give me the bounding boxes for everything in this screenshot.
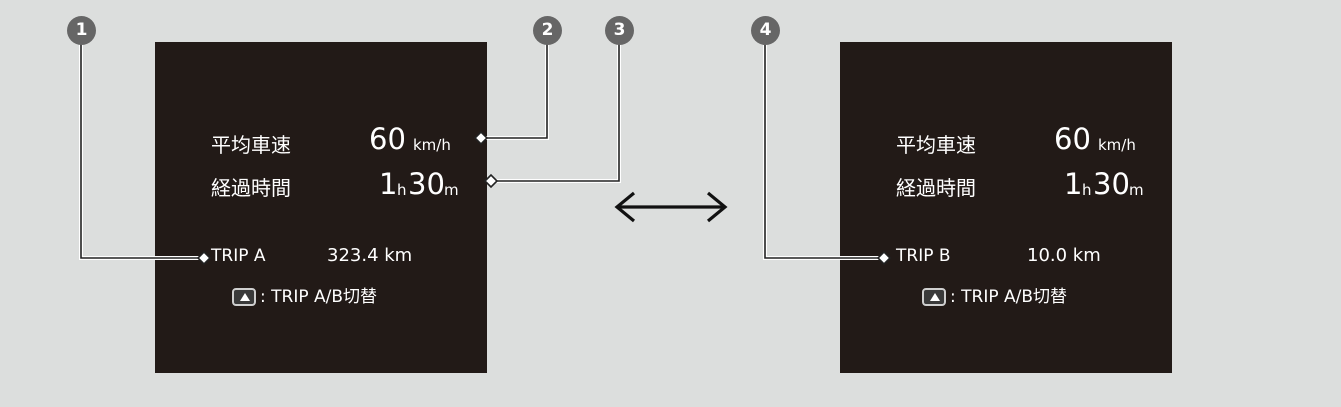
leader-line-1 (79, 43, 203, 260)
leader-line-3 (492, 43, 621, 183)
callout-3: 3 (605, 16, 634, 45)
elapsed-hours-value: 1 (1064, 167, 1083, 201)
display-panel-trip-a: 平均車速 60 km/h 経過時間 1 h 30 m TRIP A 323.4 … (155, 42, 487, 373)
minutes-unit: m (444, 181, 459, 199)
diamond-marker-1 (196, 250, 212, 266)
double-headed-arrow-icon (614, 191, 728, 223)
hours-unit: h (1082, 181, 1092, 199)
hours-unit: h (397, 181, 407, 199)
switch-hint: : TRIP A/B切替 (950, 287, 1068, 307)
avg-speed-label: 平均車速 (211, 133, 291, 157)
switch-button-icon (922, 288, 946, 306)
elapsed-minutes-value: 30 (1093, 167, 1130, 201)
elapsed-time-label: 経過時間 (211, 176, 291, 200)
elapsed-hours-value: 1 (379, 167, 398, 201)
trip-label: TRIP A (211, 246, 266, 266)
trip-label: TRIP B (896, 246, 951, 266)
callout-4: 4 (751, 16, 780, 45)
avg-speed-unit: km/h (413, 136, 451, 154)
avg-speed-label: 平均車速 (896, 133, 976, 157)
leader-line-4 (763, 43, 883, 260)
diamond-marker-4 (876, 250, 892, 266)
minutes-unit: m (1129, 181, 1144, 199)
avg-speed-value: 60 (369, 122, 406, 156)
elapsed-minutes-value: 30 (408, 167, 445, 201)
switch-button-icon (232, 288, 256, 306)
trip-distance: 323.4 km (327, 245, 413, 266)
trip-distance: 10.0 km (1027, 245, 1101, 266)
callout-1: 1 (67, 16, 96, 45)
diamond-marker-3 (483, 173, 499, 189)
avg-speed-unit: km/h (1098, 136, 1136, 154)
diamond-marker-2 (473, 130, 489, 146)
callout-2: 2 (533, 16, 562, 45)
leader-line-2 (482, 43, 549, 140)
elapsed-time-label: 経過時間 (896, 176, 976, 200)
avg-speed-value: 60 (1054, 122, 1091, 156)
switch-hint: : TRIP A/B切替 (260, 287, 378, 307)
display-panel-trip-b: 平均車速 60 km/h 経過時間 1 h 30 m TRIP B 10.0 k… (840, 42, 1172, 373)
